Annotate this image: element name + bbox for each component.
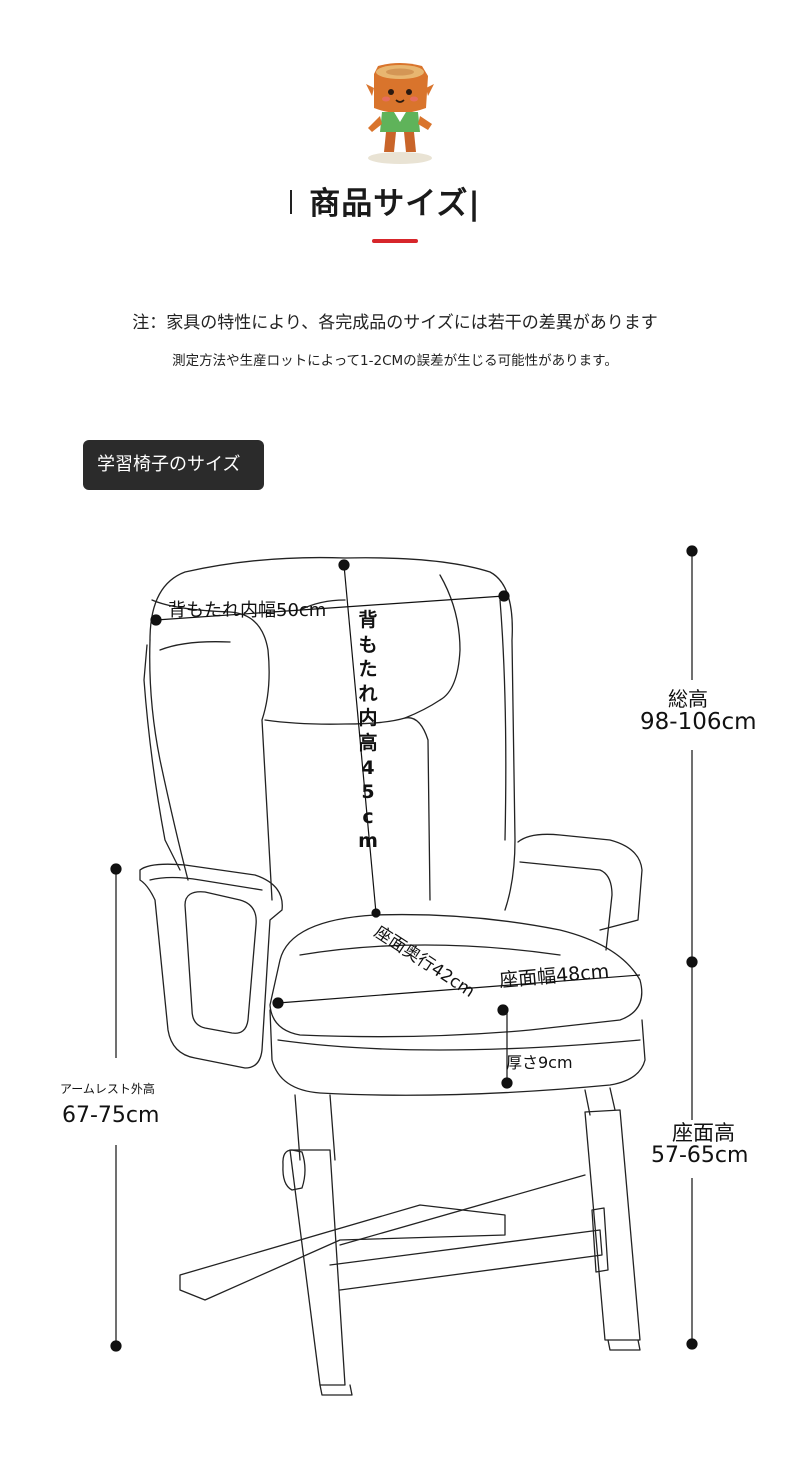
measure-dot [371,908,381,918]
seat-height-label: 座面高 [672,1121,735,1145]
note-line-1: 注：家具の特性により、各完成品のサイズには若干の差異があります [132,313,658,333]
title-divider-left [290,190,292,214]
tree-stump-mascot-icon [366,63,434,164]
total-height-label: 総高 [668,687,708,711]
measure-dot [497,1004,509,1016]
measurement-overlay [110,545,698,1352]
title-underline [372,239,418,243]
measure-dot [686,545,698,557]
measure-dot [498,590,510,602]
armrest-height-label: アームレスト外高 [60,1082,155,1096]
page-title: 商品サイズ| [309,186,481,222]
note-line-2: 測定方法や生産ロットによって1-2CMの誤差が生じる可能性があります。 [172,353,618,369]
section-badge: 学習椅子のサイズ [83,440,264,490]
armrest-height-value: 67-75cm [62,1103,160,1128]
seat-width-line [277,974,641,1004]
seat-height-value: 57-65cm [651,1143,749,1168]
measure-dot [150,614,162,626]
measure-dot [110,863,122,875]
measure-dot [501,1077,513,1089]
measure-dot [338,559,350,571]
measure-dot [110,1340,122,1352]
measure-dot [272,997,284,1009]
backrest-height-label: 背 も た れ 内 高 4 5 c m [358,609,378,853]
measure-dot [686,1338,698,1350]
measure-dot [686,956,698,968]
backrest-width-line [155,595,505,621]
backrest-width-label: 背もたれ内幅50cm [168,600,327,621]
thickness-label: 厚さ9cm [506,1053,573,1072]
chair-diagram [139,556,646,1396]
total-height-value: 98-106cm [640,709,757,735]
backrest-height-line [343,564,377,914]
